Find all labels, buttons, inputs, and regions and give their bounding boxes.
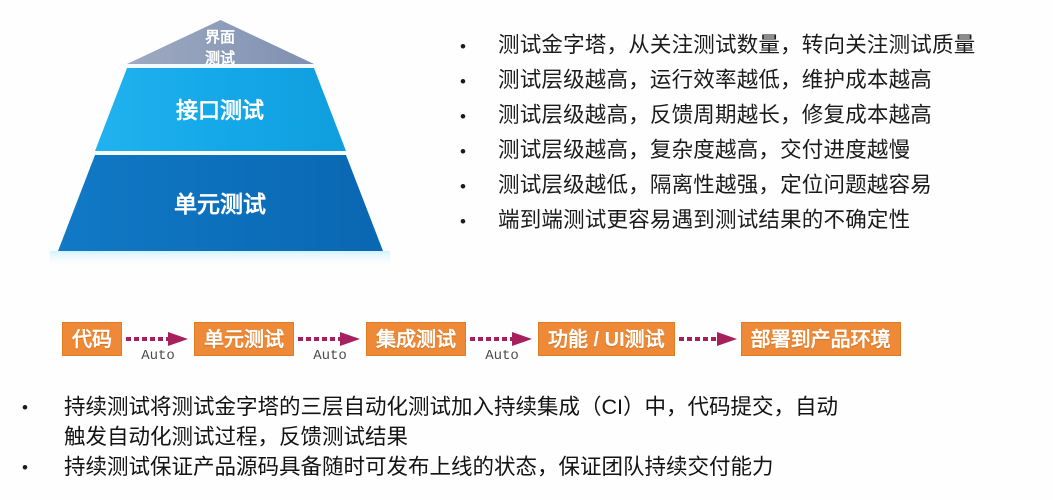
list-item: • 端到端测试更容易遇到测试结果的不确定性 — [452, 203, 1052, 238]
insights-list: • 测试金字塔，从关注测试数量，转向关注测试质量 • 测试层级越高，运行效率越低… — [452, 28, 1052, 238]
pipeline-arrow-3: Auto — [466, 322, 538, 380]
list-item: • 测试层级越高，运行效率越低，维护成本越高 — [452, 63, 1052, 98]
pyramid-tier-api — [95, 68, 346, 151]
pyramid-divider-upper — [127, 64, 314, 68]
arrow-right-icon — [470, 332, 532, 346]
pyramid-label-unit: 单元测试 — [174, 191, 266, 217]
pipeline-arrow-1: Auto — [122, 322, 194, 380]
bullet-marker: • — [460, 37, 466, 56]
pyramid-label-ui-line1: 界面 — [205, 29, 235, 46]
arrow-right-icon — [678, 332, 737, 346]
pipeline-stage-functional-ui-test: 功能 / UI测试 — [538, 322, 675, 356]
insight-text: 测试层级越高，复杂度越高，交付进度越慢 — [498, 138, 911, 162]
bullet-marker: • — [22, 398, 28, 417]
insight-text: 测试金字塔，从关注测试数量，转向关注测试质量 — [498, 33, 976, 57]
pyramid-tier-unit — [58, 155, 383, 251]
list-item: • 测试层级越低，隔离性越强，定位问题越容易 — [452, 168, 1052, 203]
bullet-marker: • — [460, 107, 466, 126]
summary-text: 持续测试保证产品源码具备随时可发布上线的状态，保证团队持续交付能力 — [64, 452, 774, 482]
arrow-right-icon — [126, 332, 188, 346]
summary-text-line1: 持续测试将测试金字塔的三层自动化测试加入持续集成（CI）中，代码提交，自动 — [64, 395, 839, 419]
pipeline-stage-unit-test: 单元测试 — [194, 322, 294, 356]
pipeline-arrow-label: Auto — [313, 348, 347, 364]
pyramid-svg: 界面 测试 接口测试 单元测试 — [50, 20, 390, 267]
bullet-marker: • — [460, 177, 466, 196]
pipeline-stage-deploy-production: 部署到产品环境 — [740, 322, 901, 356]
insight-text: 测试层级越高，运行效率越低，维护成本越高 — [498, 68, 933, 92]
bullet-marker: • — [460, 142, 466, 161]
bullet-marker: • — [460, 212, 466, 231]
bullet-marker: • — [460, 72, 466, 91]
ci-pipeline-diagram: 代码 Auto 单元测试 Auto 集成测试 — [62, 322, 962, 380]
insight-text: 测试层级越低，隔离性越强，定位问题越容易 — [498, 173, 933, 197]
summary-text-line1: 持续测试保证产品源码具备随时可发布上线的状态，保证团队持续交付能力 — [64, 455, 774, 479]
pipeline-arrow-label: Auto — [141, 348, 175, 364]
pyramid-label-api: 接口测试 — [176, 98, 264, 123]
pyramid-label-ui-line2: 测试 — [205, 49, 235, 67]
pyramid-divider-lower — [95, 151, 346, 155]
bullet-marker: • — [22, 458, 28, 477]
pyramid-tier-ui — [127, 20, 314, 64]
list-item: • 测试金字塔，从关注测试数量，转向关注测试质量 — [452, 28, 1052, 63]
insight-text: 测试层级越高，反馈周期越长，修复成本越高 — [498, 103, 933, 127]
summary-text: 持续测试将测试金字塔的三层自动化测试加入持续集成（CI）中，代码提交，自动 触发… — [64, 392, 838, 452]
arrow-right-icon — [298, 332, 360, 346]
test-pyramid-diagram: 界面 测试 接口测试 单元测试 — [40, 8, 440, 273]
insight-text: 端到端测试更容易遇到测试结果的不确定性 — [498, 208, 911, 232]
summary-list: • 持续测试将测试金字塔的三层自动化测试加入持续集成（CI）中，代码提交，自动 … — [14, 392, 1044, 484]
list-item: • 持续测试保证产品源码具备随时可发布上线的状态，保证团队持续交付能力 — [14, 452, 1044, 484]
list-item: • 测试层级越高，复杂度越高，交付进度越慢 — [452, 133, 1052, 168]
pipeline-arrow-2: Auto — [294, 322, 366, 380]
pyramid-base-glow — [50, 251, 390, 267]
pipeline-stage-integration-test: 集成测试 — [366, 322, 466, 356]
list-item: • 持续测试将测试金字塔的三层自动化测试加入持续集成（CI）中，代码提交，自动 … — [14, 392, 1044, 452]
pipeline-stage-code: 代码 — [62, 322, 122, 356]
pipeline-arrow-label: Auto — [485, 348, 519, 364]
list-item: • 测试层级越高，反馈周期越长，修复成本越高 — [452, 98, 1052, 133]
pipeline-arrow-4 — [675, 322, 741, 380]
summary-text-line2: 触发自动化测试过程，反馈测试结果 — [64, 425, 409, 449]
